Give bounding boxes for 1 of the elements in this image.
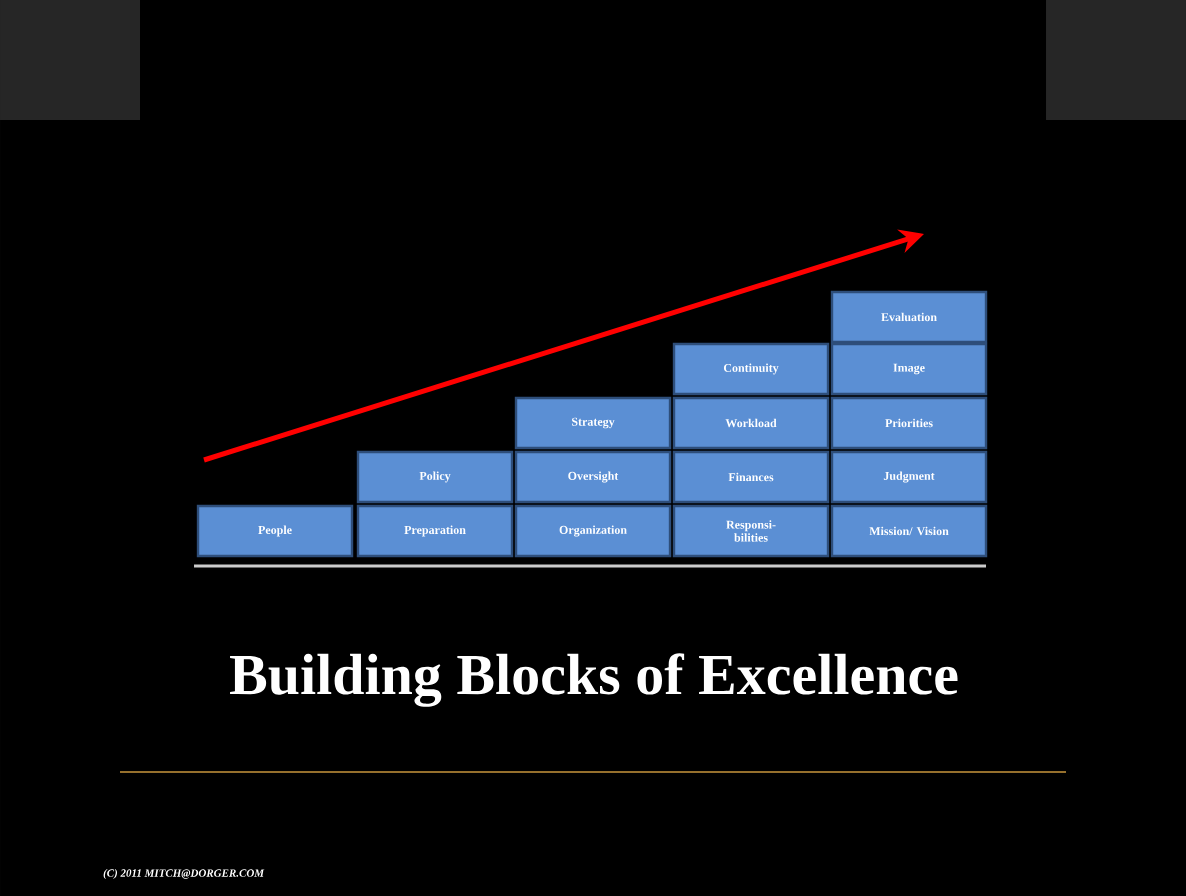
title: Building Blocks of Excellence — [230, 653, 958, 707]
